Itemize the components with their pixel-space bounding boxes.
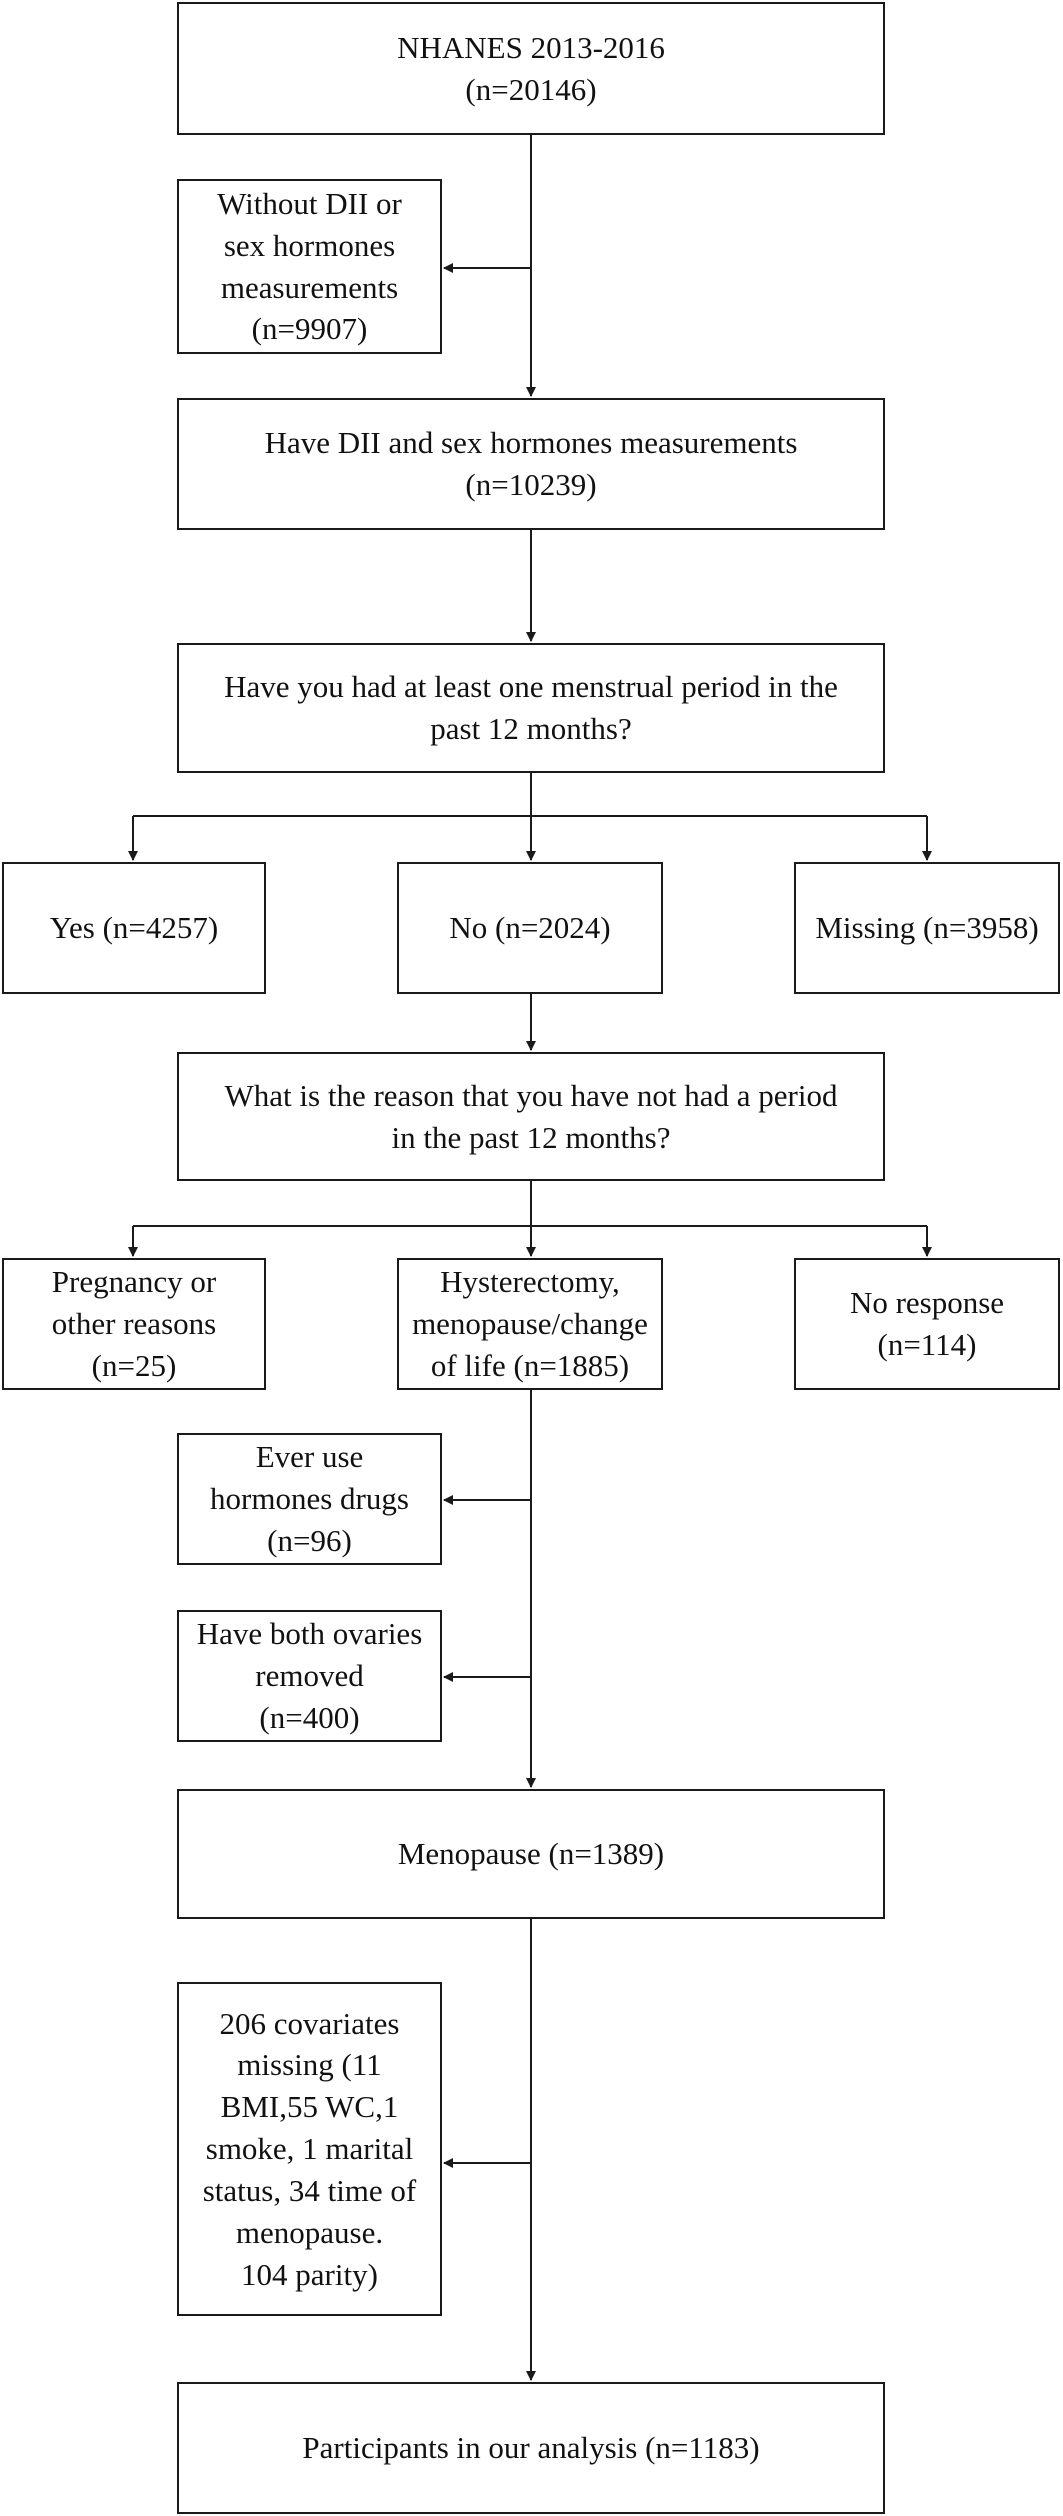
pregnancy-box: Pregnancy or other reasons (n=25)	[2, 1258, 266, 1390]
question-period-label: Have you had at least one menstrual peri…	[224, 669, 838, 746]
menopause-label: Menopause (n=1389)	[397, 1836, 665, 1872]
no-response-box: No response (n=114)	[794, 1258, 1060, 1390]
final-participants-box: Participants in our analysis (n=1183)	[177, 2382, 885, 2514]
menopause-box: Menopause (n=1389)	[177, 1789, 885, 1919]
excl-hormones-label: Ever use hormones drugs (n=96)	[210, 1439, 409, 1558]
excl-covariates-box: 206 covariates missing (11 BMI,55 WC,1 s…	[177, 1982, 442, 2316]
missing-label: Missing (n=3958)	[815, 910, 1039, 946]
excl-hormones-box: Ever use hormones drugs (n=96)	[177, 1433, 442, 1565]
nhanes-box: NHANES 2013-2016 (n=20146)	[177, 2, 885, 135]
final-participants-label: Participants in our analysis (n=1183)	[302, 2430, 760, 2466]
pregnancy-label: Pregnancy or other reasons (n=25)	[51, 1264, 217, 1383]
yes-box: Yes (n=4257)	[2, 862, 266, 994]
have-dii-label: Have DII and sex hormones measurements (…	[264, 425, 798, 502]
question-reason-box: What is the reason that you have not had…	[177, 1052, 885, 1181]
have-dii-box: Have DII and sex hormones measurements (…	[177, 398, 885, 530]
excl-no-dii-label: Without DII or sex hormones measurements…	[217, 185, 402, 347]
excl-no-dii-box: Without DII or sex hormones measurements…	[177, 179, 442, 354]
no-box: No (n=2024)	[397, 862, 663, 994]
missing-box: Missing (n=3958)	[794, 862, 1060, 994]
hysterectomy-label: Hysterectomy, menopause/change of life (…	[412, 1264, 648, 1383]
nhanes-label: NHANES 2013-2016 (n=20146)	[397, 29, 665, 107]
hysterectomy-box: Hysterectomy, menopause/change of life (…	[397, 1258, 663, 1390]
excl-ovaries-label: Have both ovaries removed (n=400)	[196, 1616, 423, 1735]
question-reason-label: What is the reason that you have not had…	[224, 1077, 838, 1155]
excl-covariates-label: 206 covariates missing (11 BMI,55 WC,1 s…	[202, 2005, 417, 2292]
no-label: No (n=2024)	[449, 910, 611, 946]
no-response-label: No response (n=114)	[849, 1285, 1005, 1362]
excl-ovaries-box: Have both ovaries removed (n=400)	[177, 1610, 442, 1742]
question-period-box: Have you had at least one menstrual peri…	[177, 643, 885, 773]
yes-label: Yes (n=4257)	[49, 910, 219, 946]
